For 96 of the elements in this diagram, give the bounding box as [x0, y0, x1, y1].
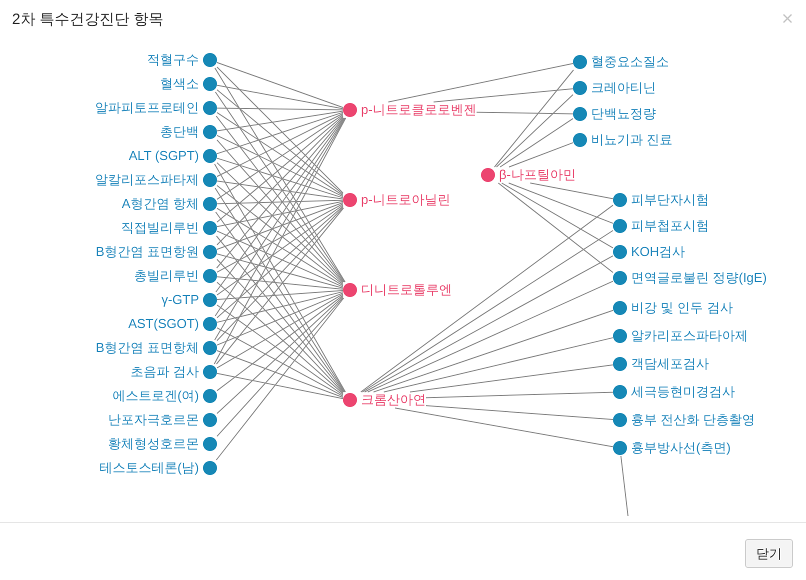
node-label: B형간염 표면항체	[96, 340, 199, 356]
node-label: 비뇨기과 진료	[591, 132, 673, 148]
connector-line	[216, 203, 344, 273]
node-label: 흉부 전산화 단층촬영	[631, 412, 756, 428]
node-label: 난포자극호르몬	[108, 412, 199, 428]
connector-line	[216, 112, 344, 154]
connector-line	[216, 84, 344, 110]
connector-line	[496, 94, 574, 168]
node-label: 혈중요소질소	[591, 54, 669, 70]
connector-line	[216, 108, 344, 110]
connector-line	[426, 392, 614, 398]
connector-line	[216, 290, 344, 300]
node-label: 테스토스테론(남)	[99, 460, 199, 476]
node-label: 에스트로겐(여)	[112, 388, 199, 404]
connector-line	[216, 327, 344, 397]
connector-line	[620, 456, 628, 516]
node-label: 피부단자시험	[631, 192, 709, 208]
node-label: 알카리포스파타아제	[631, 328, 748, 344]
node-label: 디니트로톨루엔	[361, 282, 452, 298]
connector-line	[216, 200, 344, 204]
connector-line	[500, 118, 574, 168]
connector-line	[216, 200, 344, 228]
connector-line	[383, 337, 614, 392]
connector-line	[216, 139, 344, 283]
connector-line	[394, 408, 614, 448]
connector-line	[216, 206, 344, 342]
connector-line	[216, 185, 344, 285]
node-label: 총단백	[160, 124, 199, 140]
connector-line	[216, 298, 344, 460]
node-label: 단백뇨정량	[591, 106, 656, 122]
connector-line	[498, 182, 614, 273]
connector-line	[426, 405, 614, 420]
connector-line	[494, 70, 574, 168]
dialog-title: 2차 특수건강진단 항목	[12, 10, 164, 30]
connector-line	[364, 255, 614, 392]
connector-line	[216, 66, 344, 194]
node-label: 크롬산아연	[361, 392, 426, 408]
connector-line	[476, 112, 574, 114]
connector-line	[373, 310, 614, 392]
connector-line	[508, 182, 614, 224]
node-label: 비강 및 인두 검사	[631, 300, 733, 316]
connector-line	[216, 208, 344, 364]
connector-line	[216, 116, 344, 246]
connector-line	[216, 230, 344, 288]
connector-line	[216, 258, 344, 394]
connector-line	[216, 62, 344, 108]
connector-line	[216, 296, 344, 414]
node-label: p-니트로클로로벤젠	[361, 102, 477, 118]
connector-line	[216, 372, 344, 400]
node-label: B형간염 표면항원	[96, 244, 199, 260]
connector-line	[367, 280, 614, 392]
close-button: 닫기	[745, 539, 793, 568]
connector-line	[508, 142, 574, 168]
node-label: 객담세포검사	[631, 356, 709, 372]
node-label: 흉부방사선(측면)	[631, 440, 731, 456]
node-label: 피부첩포시험	[631, 218, 709, 234]
connector-line	[216, 291, 344, 323]
node-label: KOH검사	[631, 244, 686, 260]
connector-line	[216, 113, 344, 177]
connector-line	[410, 364, 614, 392]
connector-line	[216, 162, 344, 284]
connector-line	[216, 134, 344, 198]
connector-line	[501, 182, 614, 248]
connector-line	[216, 292, 344, 346]
node-label: 세극등현미경검사	[631, 384, 735, 400]
node-label: 면역글로불린 정량(IgE)	[631, 270, 767, 286]
connector-line	[216, 297, 344, 437]
node-label: 초음파 검사	[130, 364, 199, 380]
node-label: 총빌리루빈	[134, 268, 199, 284]
node-label: β-나프틸아민	[499, 167, 576, 183]
node-label: 직접빌리루빈	[121, 220, 199, 236]
node-label: 적혈구수	[147, 52, 199, 68]
node-label: 혈색소	[160, 76, 199, 92]
node-label: p-니트로아닐린	[361, 192, 451, 208]
connector-line	[530, 182, 614, 200]
connector-line	[216, 253, 344, 289]
connector-line	[216, 294, 344, 368]
connector-line	[216, 350, 344, 398]
connector-line	[433, 88, 574, 102]
node-label: AST(SGOT)	[128, 316, 199, 332]
connector-line	[216, 115, 344, 223]
connector-line	[388, 63, 574, 102]
node-label: 황체형성호르몬	[108, 436, 199, 452]
connector-line	[216, 180, 344, 200]
connector-line	[216, 158, 344, 198]
node-label: A형간염 항체	[122, 196, 199, 212]
connector-line	[216, 110, 344, 132]
node-label: γ-GTP	[161, 292, 199, 308]
node-label: 알칼리포스파타제	[95, 172, 199, 188]
connector-line	[216, 276, 344, 290]
node-label: 알파피토프로테인	[95, 100, 199, 116]
connector-line	[216, 89, 344, 195]
connector-line	[216, 206, 344, 318]
connector-line	[216, 202, 344, 250]
node-label: 크레아티닌	[591, 80, 656, 96]
node-label: ALT (SGPT)	[128, 148, 199, 164]
